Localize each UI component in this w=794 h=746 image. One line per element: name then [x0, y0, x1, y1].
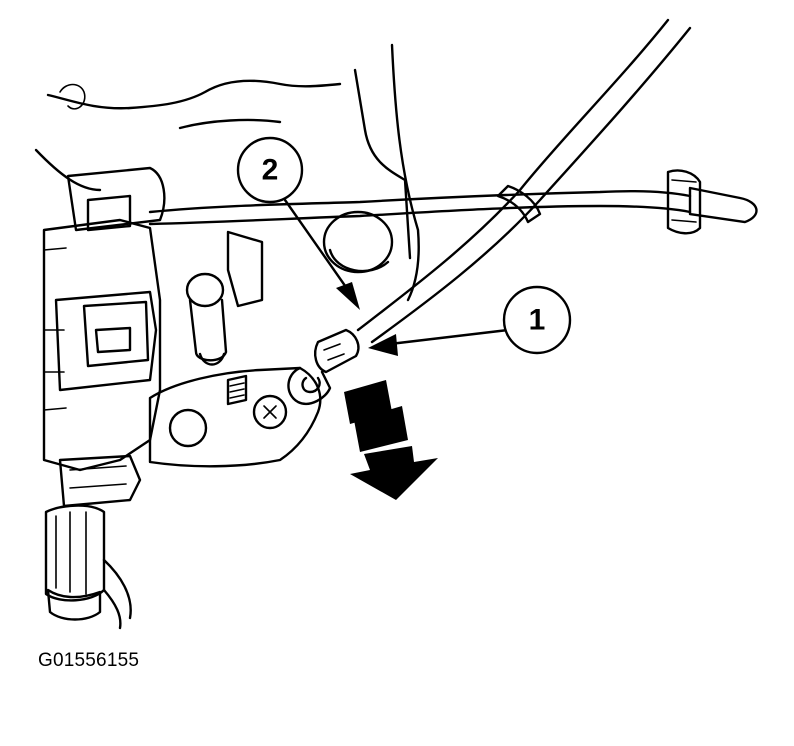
- cable-end-fitting: [287, 328, 360, 405]
- callout-1-leader: [368, 328, 510, 356]
- housing-boss: [322, 210, 394, 274]
- lever-plate: [148, 366, 322, 468]
- horizontal-cable: [148, 169, 758, 235]
- control-cable: [356, 18, 692, 344]
- housing-outline: [34, 43, 420, 302]
- callout-2-leader: [283, 198, 360, 310]
- motion-arrow: [344, 380, 438, 500]
- callout-1-number: 1: [529, 304, 546, 337]
- pivot-stem: [185, 230, 264, 406]
- transmission-body: [42, 166, 166, 508]
- callout-1: 1: [502, 285, 572, 355]
- lower-connector: [44, 504, 132, 630]
- callout-2-number: 2: [262, 154, 279, 187]
- figure-id-label: G01556155: [38, 650, 140, 671]
- callout-2: 2: [236, 136, 304, 204]
